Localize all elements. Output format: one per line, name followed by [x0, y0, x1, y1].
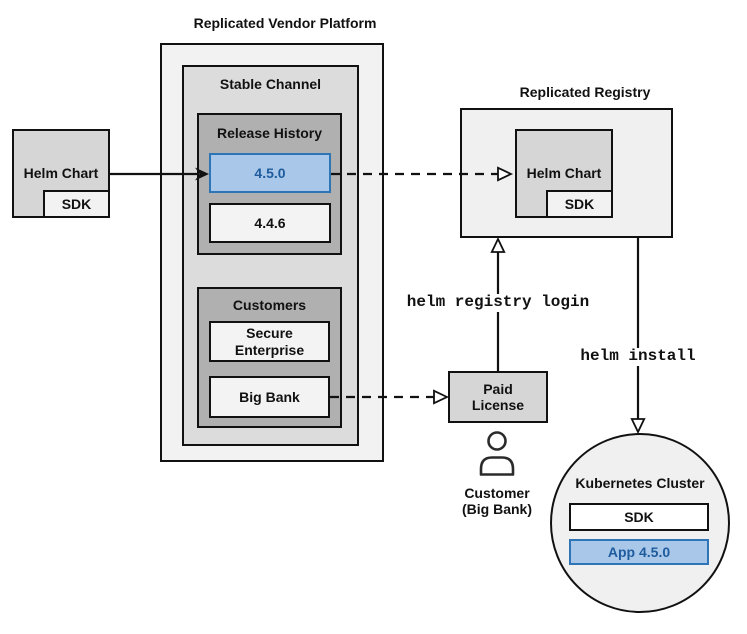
stable-channel-label: Stable Channel — [219, 76, 322, 92]
source-sdk-box: SDK — [43, 190, 110, 218]
registry-helm-chart-box: Helm Chart SDK — [515, 129, 613, 218]
platform-title: Replicated Vendor Platform — [193, 15, 377, 31]
person-icon — [479, 431, 515, 476]
registry-sdk-label: SDK — [564, 195, 595, 212]
cluster-sdk-box: SDK — [569, 503, 709, 531]
registry-title: Replicated Registry — [519, 84, 651, 100]
customer-secure-enterprise: Secure Enterprise — [209, 321, 330, 362]
source-helm-chart-label: Helm Chart — [23, 165, 99, 182]
helm-registry-login-command: helm registry login — [402, 293, 594, 312]
kubernetes-cluster-label: Kubernetes Cluster — [575, 475, 705, 491]
kubernetes-cluster-circle: Kubernetes Cluster SDK App 4.5.0 — [550, 433, 730, 613]
cluster-app-box: App 4.5.0 — [569, 539, 709, 565]
customer-caption: Customer (Big Bank) — [462, 485, 532, 518]
release-history-label: Release History — [216, 125, 323, 141]
source-sdk-label: SDK — [61, 195, 92, 212]
registry-sdk-box: SDK — [546, 190, 613, 218]
arrow-registry-to-cluster — [630, 238, 646, 435]
paid-license-box: Paid License — [448, 371, 548, 423]
registry-helm-chart-label: Helm Chart — [526, 165, 602, 182]
release-4-4-6: 4.4.6 — [209, 203, 331, 243]
customer-big-bank: Big Bank — [209, 376, 330, 418]
helm-install-command: helm install — [578, 347, 698, 366]
source-helm-chart-box: Helm Chart SDK — [12, 129, 110, 218]
release-4-5-0: 4.5.0 — [209, 153, 331, 193]
customers-label: Customers — [232, 297, 307, 313]
